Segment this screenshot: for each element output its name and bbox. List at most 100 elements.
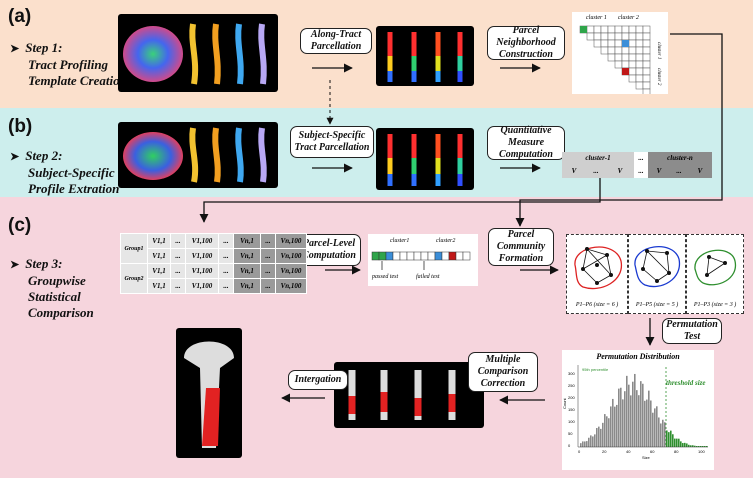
- table-cell: ...: [218, 263, 234, 279]
- histogram-bar: [662, 419, 664, 447]
- histogram-bar: [616, 404, 618, 447]
- matrix-cell: [642, 32, 651, 41]
- table-cell: V1,100: [185, 248, 219, 264]
- histogram-bar: [620, 387, 622, 447]
- matrix-cell: [600, 39, 609, 48]
- profile-cell: ...: [670, 164, 688, 178]
- histogram-bar: [642, 383, 644, 447]
- histogram-bar: [638, 395, 640, 447]
- histogram-bar: [586, 441, 588, 447]
- histogram-bar: [624, 391, 626, 447]
- table-cell: Vn,1: [233, 263, 261, 279]
- histogram-bar: [698, 446, 700, 447]
- panel-a-label: (a): [8, 6, 32, 27]
- table-cell: ...: [260, 278, 276, 294]
- histogram-xtick: 80: [674, 449, 679, 454]
- profile-cell: ...: [634, 164, 648, 178]
- parcellated-template-render: [387, 32, 463, 82]
- matrix-cell: [628, 53, 637, 62]
- histogram-bar: [630, 395, 632, 447]
- step-2-title: Step 2:: [25, 148, 63, 163]
- table-cell: V1,100: [185, 263, 219, 279]
- subject-tract-render: [123, 127, 267, 183]
- table-cell: Vn,1: [233, 233, 261, 249]
- histogram-xtick: 20: [602, 449, 607, 454]
- histogram-bar: [688, 444, 690, 447]
- table-cell: ...: [260, 233, 276, 249]
- histogram-bar: [700, 446, 702, 447]
- histogram-bar: [592, 436, 594, 447]
- histogram-xlabel: Size: [642, 455, 651, 460]
- table-cell: V1,100: [185, 233, 219, 249]
- strip-cluster2-label: cluster2: [436, 238, 455, 244]
- profile-vector: cluster-1 ... cluster-n V ... V ... V ..…: [562, 152, 712, 178]
- step-1-text: ➤Step 1: Tract Profiling Template Creati…: [10, 40, 148, 89]
- arrow-profile-down: [199, 178, 601, 223]
- integrated-result-image: [176, 328, 242, 458]
- community-graph-3: P1–P3 (size = 3 ): [686, 234, 744, 314]
- matrix-cell: [628, 46, 637, 55]
- failed-test-label: failed test: [416, 273, 440, 280]
- matrix-side1-label: cluster 1: [656, 42, 661, 59]
- histogram-legend: 95th percentile: [582, 367, 609, 372]
- matrix-cell: [628, 32, 637, 41]
- matrix-cluster2-label: cluster 2: [618, 15, 639, 21]
- table-cell: ...: [170, 278, 186, 294]
- parcel-strip: cluster1 cluster2 passed test failed tes…: [371, 238, 471, 280]
- matrix-blue-cell: [622, 40, 629, 47]
- matrix-cell: [642, 39, 651, 48]
- histogram-bar: [582, 441, 584, 447]
- histogram-ylabel: Count: [562, 397, 567, 409]
- histogram-bar: [656, 406, 658, 447]
- matrix-cell: [607, 53, 616, 62]
- histogram-ytick: 0: [568, 443, 571, 448]
- histogram-bar: [610, 406, 612, 447]
- histogram-bar: [612, 398, 614, 447]
- matrix-red-cell: [622, 68, 629, 75]
- histogram-bar: [678, 438, 680, 447]
- integration-box: Intergation: [288, 370, 348, 390]
- histogram-bar: [664, 422, 666, 447]
- community-2-graph: [634, 246, 680, 288]
- matrix-cell: [600, 32, 609, 41]
- histogram-bar: [660, 423, 662, 447]
- table-cell: ...: [170, 263, 186, 279]
- matrix-cell: [614, 46, 623, 55]
- histogram-bar: [684, 442, 686, 447]
- histogram-xtick: 100: [698, 449, 705, 454]
- profile-cell: ...: [586, 164, 606, 178]
- table-cell: V1,1: [147, 233, 171, 249]
- matrix-cell: [586, 32, 595, 41]
- histogram-bar: [634, 373, 636, 447]
- histogram-bar: [608, 418, 610, 447]
- community-graph-1: P1–P6 (size = 6 ): [566, 234, 628, 314]
- histogram-bar: [658, 417, 660, 447]
- step-3-desc-3: Comparison: [28, 305, 94, 320]
- template-tract-render: [123, 23, 267, 85]
- table-cell: V1,1: [147, 248, 171, 264]
- table-cell: V1,1: [147, 263, 171, 279]
- matrix-cell: [607, 25, 616, 34]
- histogram-bar: [640, 381, 642, 447]
- integrated-result-render: [184, 341, 234, 448]
- matrix-cell: [628, 39, 637, 48]
- parcellated-template-image: [376, 26, 474, 86]
- table-cell: ...: [170, 233, 186, 249]
- matrix-cell: [621, 46, 630, 55]
- histogram-bar: [702, 446, 704, 447]
- table-cell: ...: [218, 278, 234, 294]
- matrix-cell: [628, 60, 637, 69]
- histogram-ytick: 50: [568, 431, 573, 436]
- matrix-cell: [635, 32, 644, 41]
- table-cell: Vn,1: [233, 278, 261, 294]
- matrix-cell: [621, 53, 630, 62]
- subject-specific-parcellation-box: Subject-Specific Tract Parcellation: [290, 126, 374, 158]
- matrix-cell: [642, 81, 651, 90]
- histogram-bar: [636, 390, 638, 447]
- matrix-cell: [642, 67, 651, 76]
- matrix-cell: [614, 39, 623, 48]
- table-cell: Vn,1: [233, 248, 261, 264]
- histogram-ytick: 200: [568, 395, 575, 400]
